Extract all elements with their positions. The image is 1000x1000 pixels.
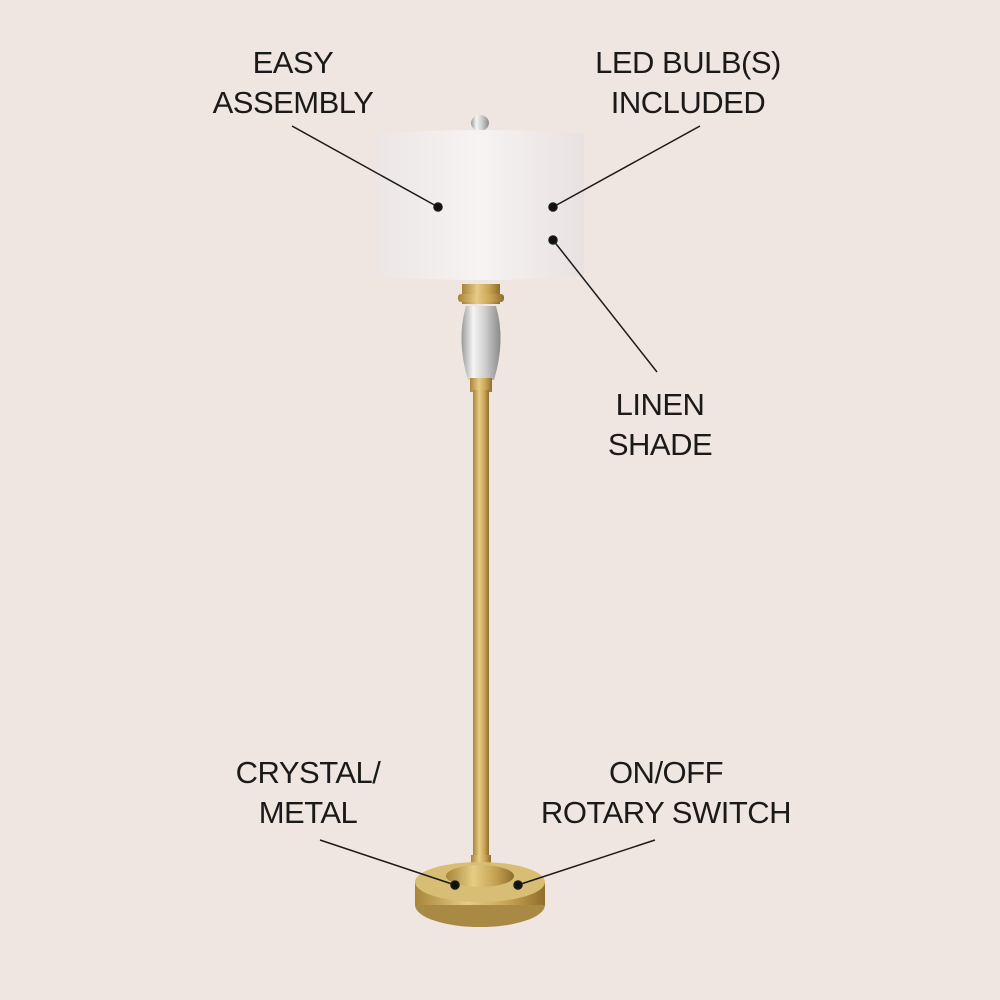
- callout-lines: [291, 125, 701, 890]
- callout-line: SHADE: [607, 427, 713, 462]
- callout-crystal-metal: CRYSTAL/ METAL: [236, 753, 381, 833]
- lamp-shade: [376, 130, 584, 280]
- callout-line: ON/OFF: [608, 755, 724, 790]
- callout-line: LED BULB(S): [595, 45, 781, 80]
- pole: [473, 390, 489, 865]
- callout-line: CRYSTAL/: [235, 755, 381, 790]
- callout-easy-assembly: EASY ASSEMBLY: [213, 43, 374, 123]
- callout-led-bulbs: LED BULB(S) INCLUDED: [595, 43, 781, 123]
- callout-line: ASSEMBLY: [212, 85, 374, 120]
- callout-line: METAL: [258, 795, 358, 830]
- callout-line: LINEN: [615, 387, 705, 422]
- callout-line: INCLUDED: [610, 85, 766, 120]
- callout-line: EASY: [252, 45, 334, 80]
- crystal-body: [461, 306, 501, 380]
- callout-rotary-switch: ON/OFF ROTARY SWITCH: [540, 753, 792, 833]
- finial: [471, 115, 489, 131]
- callout-linen-shade: LINEN SHADE: [607, 385, 713, 465]
- callout-line: ROTARY SWITCH: [540, 795, 792, 830]
- lamp: [376, 115, 584, 927]
